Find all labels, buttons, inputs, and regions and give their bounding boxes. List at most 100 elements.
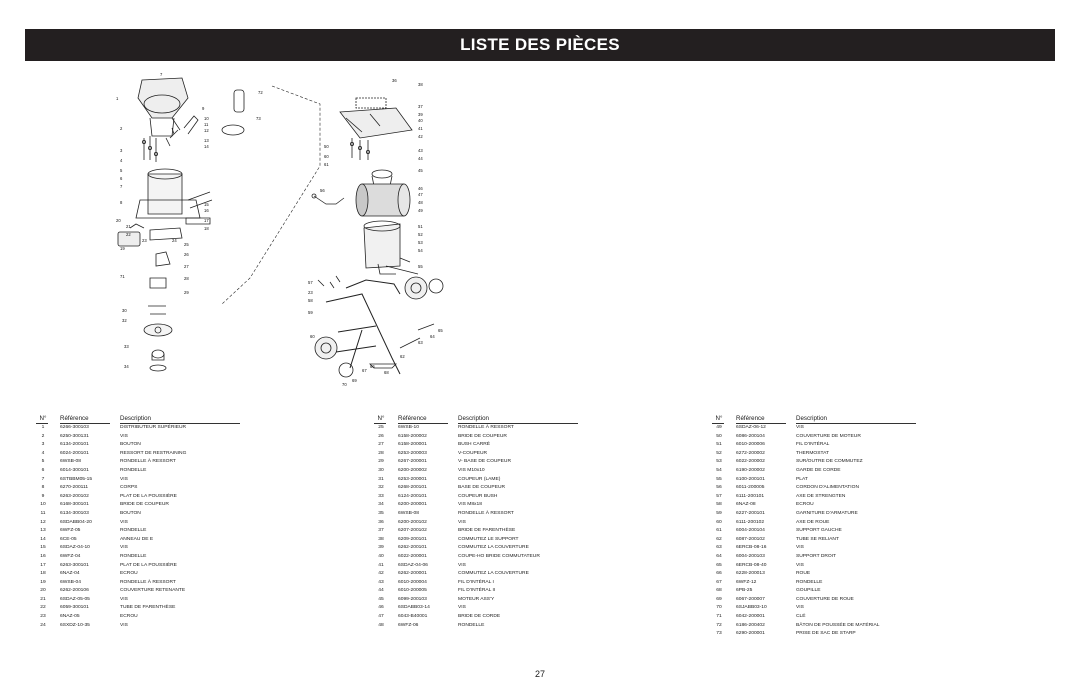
part-description: VIS — [120, 545, 128, 551]
part-description: BUSH CARRÉ — [458, 442, 491, 448]
part-number: 27 — [378, 442, 384, 448]
svg-text:4: 4 — [120, 158, 123, 163]
part-number: 54 — [716, 467, 722, 473]
part-description: VIS — [120, 433, 128, 439]
svg-text:61: 61 — [324, 162, 329, 167]
part-number: 58 — [716, 502, 722, 508]
part-number: 40 — [378, 553, 384, 559]
part-reference: 6134-300103 — [60, 510, 89, 516]
svg-text:67: 67 — [362, 368, 367, 373]
part-description: CORPS — [120, 485, 138, 491]
part-description: THERMOSTAT — [796, 450, 829, 456]
svg-text:5: 5 — [120, 168, 123, 173]
part-number: 66 — [716, 571, 722, 577]
part-number: 65 — [716, 562, 722, 568]
part-number: 39 — [378, 545, 384, 551]
part-description: FIL D'INTÉRAL — [796, 442, 830, 448]
part-number: 51 — [716, 442, 722, 448]
part-number: 28 — [378, 450, 384, 456]
part-number: 24 — [40, 622, 46, 628]
part-reference: 6042-200001 — [736, 614, 765, 620]
part-description: COUPEUR BUSH — [458, 493, 498, 499]
part-number: 50 — [716, 433, 722, 439]
part-reference: 6PB-25 — [736, 588, 753, 594]
part-number: 31 — [378, 476, 384, 482]
part-number: 25 — [378, 425, 384, 430]
svg-text:58: 58 — [308, 298, 313, 303]
part-description: BOUTON — [120, 510, 141, 516]
svg-text:62: 62 — [400, 354, 405, 359]
header-desc: Description — [796, 415, 827, 422]
header-ref: Référence — [398, 415, 427, 422]
svg-text:63: 63 — [418, 340, 423, 345]
svg-text:37: 37 — [418, 104, 423, 109]
part-number: 42 — [378, 571, 384, 577]
svg-text:53: 53 — [418, 240, 423, 245]
part-description: VIS — [120, 476, 128, 482]
part-description: VIS — [458, 605, 466, 611]
part-reference: 6124-200101 — [398, 493, 427, 499]
part-reference: 6WSB-08 — [60, 459, 81, 465]
svg-text:27: 27 — [184, 264, 189, 269]
part-reference: 6268-200101 — [398, 485, 427, 491]
part-number: 73 — [716, 631, 722, 637]
svg-text:30: 30 — [122, 308, 127, 313]
part-number: 2 — [41, 433, 45, 439]
part-number: 3 — [41, 442, 45, 448]
part-number: 23 — [40, 614, 46, 620]
part-description: TUBE SE RELIANT — [796, 536, 839, 542]
part-reference: 6ERCB-08-16 — [736, 545, 767, 551]
svg-text:45: 45 — [418, 168, 423, 173]
svg-text:41: 41 — [418, 126, 423, 131]
part-description: VIS — [796, 605, 804, 611]
part-description: ECROU — [120, 614, 138, 620]
part-reference: 6209-200101 — [398, 536, 427, 542]
svg-text:42: 42 — [418, 134, 423, 139]
part-reference: 6004-200103 — [736, 553, 765, 559]
svg-text:60: 60 — [310, 334, 315, 339]
part-number: 6 — [41, 467, 45, 473]
table-header: N° Référence Description — [374, 413, 694, 424]
part-description: COUVERTURE DE ROUE — [796, 596, 854, 602]
svg-text:57: 57 — [308, 280, 313, 285]
part-number: 14 — [40, 536, 46, 542]
svg-text:66: 66 — [370, 364, 375, 369]
part-description: RONDELLE — [796, 579, 823, 585]
part-number: 18 — [40, 571, 46, 577]
svg-text:40: 40 — [418, 118, 423, 123]
part-number: 71 — [716, 614, 722, 620]
part-number: 22 — [40, 605, 46, 611]
part-number: 34 — [378, 502, 384, 508]
part-reference: 6ERCB-08-40 — [736, 562, 767, 568]
part-reference: 6200-200001 — [398, 502, 427, 508]
part-reference: 6227-200101 — [736, 510, 765, 516]
svg-text:43: 43 — [418, 148, 423, 153]
part-description: BRIDE DE COUPEUR — [120, 502, 169, 508]
part-reference: 6WFZ-06 — [398, 622, 419, 628]
part-reference: 6262-200001 — [398, 571, 427, 577]
part-reference: 6262-200101 — [398, 545, 427, 551]
part-reference: 6228-200013 — [736, 571, 765, 577]
part-description: DISTRIBUTEUR SUPÉRIEUR — [120, 425, 187, 430]
part-reference: 6NAZ-05 — [60, 614, 80, 620]
